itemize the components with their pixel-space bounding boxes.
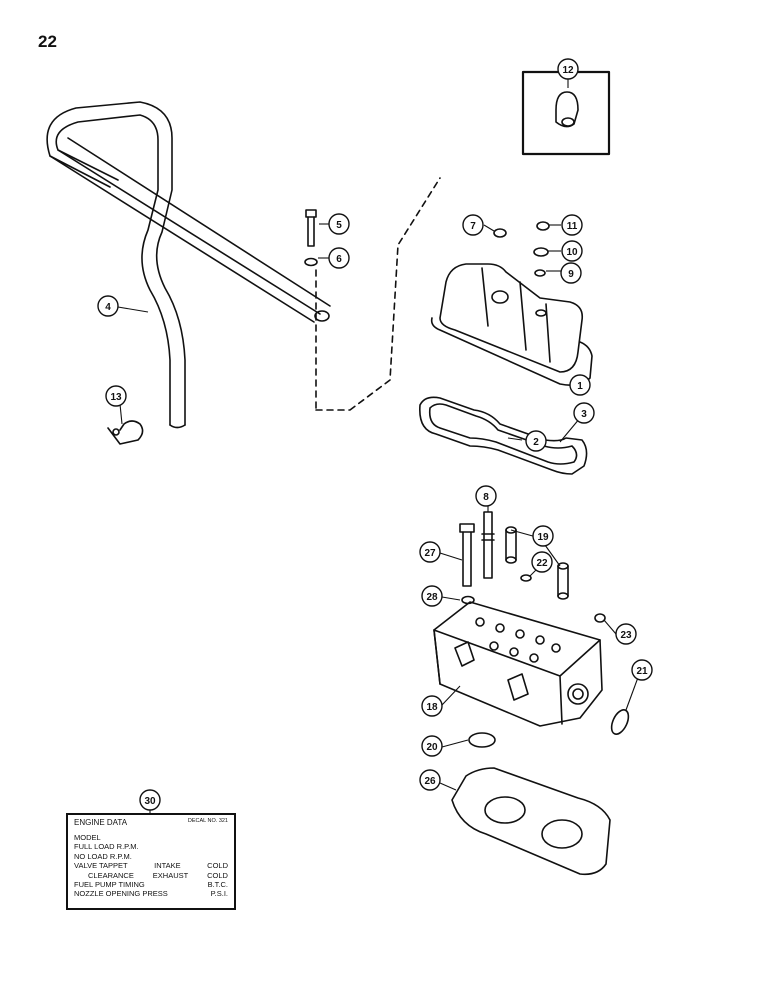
- seal: [520, 574, 532, 582]
- svg-text:12: 12: [562, 65, 574, 76]
- svg-text:10: 10: [566, 247, 578, 258]
- callout-21: 21: [631, 659, 653, 681]
- decal-row-label: NOZZLE OPENING PRESS: [74, 889, 168, 899]
- callout-28: 28: [421, 585, 443, 607]
- decal-row: VALVE TAPPET INTAKE COLD: [74, 861, 228, 870]
- plug: [594, 613, 606, 623]
- seal-ring: [610, 709, 630, 735]
- callout-10: 10: [561, 240, 583, 262]
- leader-lines: [117, 78, 641, 791]
- stud: [481, 511, 495, 579]
- svg-text:19: 19: [537, 532, 549, 543]
- svg-text:5: 5: [336, 220, 342, 231]
- valve-guide: [505, 526, 569, 600]
- svg-text:28: 28: [426, 592, 438, 603]
- decal-row-label: CLEARANCE: [88, 870, 134, 880]
- decal-row-label: FULL LOAD R.P.M.: [74, 842, 139, 852]
- svg-text:26: 26: [424, 776, 436, 787]
- inset-frame: [521, 70, 611, 156]
- svg-text:8: 8: [483, 492, 489, 503]
- svg-text:27: 27: [424, 548, 436, 559]
- decal-row-value: COLD: [207, 870, 228, 880]
- lifting-eye: [555, 91, 579, 128]
- nut: [536, 221, 550, 231]
- callout-22: 22: [531, 551, 553, 573]
- callout-18: 18: [421, 695, 443, 717]
- decal-row: CLEARANCE EXHAUST COLD: [74, 871, 228, 880]
- decal-row: FULL LOAD R.P.M.: [74, 842, 228, 851]
- seal-ring: [468, 732, 496, 748]
- decal-row-mid: INTAKE: [154, 861, 181, 871]
- svg-text:6: 6: [336, 254, 342, 265]
- svg-text:2: 2: [533, 437, 539, 448]
- decal-row: NOZZLE OPENING PRESS P.S.I.: [74, 889, 228, 898]
- svg-text:30: 30: [144, 796, 156, 807]
- callout-26: 26: [419, 769, 441, 791]
- cylinder-head: [433, 601, 603, 727]
- callout-13: 13: [105, 385, 127, 407]
- decal-row-mid: EXHAUST: [152, 870, 189, 880]
- callout-5: 5: [328, 213, 350, 235]
- callout-2: 2: [525, 430, 547, 452]
- decal-row-label: VALVE TAPPET: [74, 861, 128, 871]
- svg-text:11: 11: [567, 221, 578, 232]
- callout-12: 12: [557, 58, 579, 80]
- grommet: [533, 247, 549, 257]
- svg-text:9: 9: [568, 269, 574, 280]
- callout-7: 7: [462, 214, 484, 236]
- svg-text:13: 13: [110, 392, 122, 403]
- svg-text:22: 22: [536, 558, 548, 569]
- callout-20: 20: [421, 735, 443, 757]
- callout-30: 30: [139, 789, 161, 811]
- callout-4: 4: [97, 295, 119, 317]
- decal-row-value: B.T.C.: [207, 879, 228, 889]
- callout-23: 23: [615, 623, 637, 645]
- svg-text:21: 21: [636, 666, 648, 677]
- svg-text:20: 20: [426, 742, 438, 753]
- callout-1: 1: [569, 374, 591, 396]
- breather-tube: [46, 101, 331, 429]
- callout-6: 6: [328, 247, 350, 269]
- decal-title: ENGINE DATA: [74, 818, 128, 827]
- svg-text:18: 18: [426, 702, 438, 713]
- decal-row: NO LOAD R.P.M.: [74, 852, 228, 861]
- decal-row-label: MODEL: [74, 833, 101, 842]
- head-gasket: [451, 767, 611, 876]
- decal-header: ENGINE DATA DECAL NO. 321: [74, 818, 228, 828]
- engine-data-decal: ENGINE DATA DECAL NO. 321 MODEL FULL LOA…: [66, 813, 236, 910]
- svg-text:1: 1: [577, 381, 583, 392]
- decal-row: MODEL: [74, 833, 228, 842]
- hose-clamp: [107, 420, 144, 445]
- callout-19: 19: [532, 525, 554, 547]
- seal-washer: [534, 269, 546, 277]
- callout-11: 11: [561, 214, 583, 236]
- bolt: [304, 209, 318, 267]
- svg-text:3: 3: [581, 409, 587, 420]
- head-bolt: [459, 523, 475, 587]
- decal-row-label: FUEL PUMP TIMING: [74, 879, 145, 889]
- svg-text:23: 23: [620, 630, 632, 641]
- decal-row: FUEL PUMP TIMING B.T.C.: [74, 880, 228, 889]
- svg-text:4: 4: [105, 302, 111, 313]
- callout-8: 8: [475, 485, 497, 507]
- callout-9: 9: [560, 262, 582, 284]
- washer: [493, 228, 507, 238]
- callout-3: 3: [573, 402, 595, 424]
- page-number: 22: [38, 32, 57, 51]
- decal-row-value: P.S.I.: [210, 889, 228, 899]
- decal-row-value: COLD: [207, 861, 228, 871]
- decal-number: DECAL NO. 321: [187, 818, 228, 824]
- decal-row-label: NO LOAD R.P.M.: [74, 851, 132, 861]
- valve-cover-gasket: [419, 396, 588, 475]
- callout-27: 27: [419, 541, 441, 563]
- svg-text:7: 7: [470, 221, 476, 232]
